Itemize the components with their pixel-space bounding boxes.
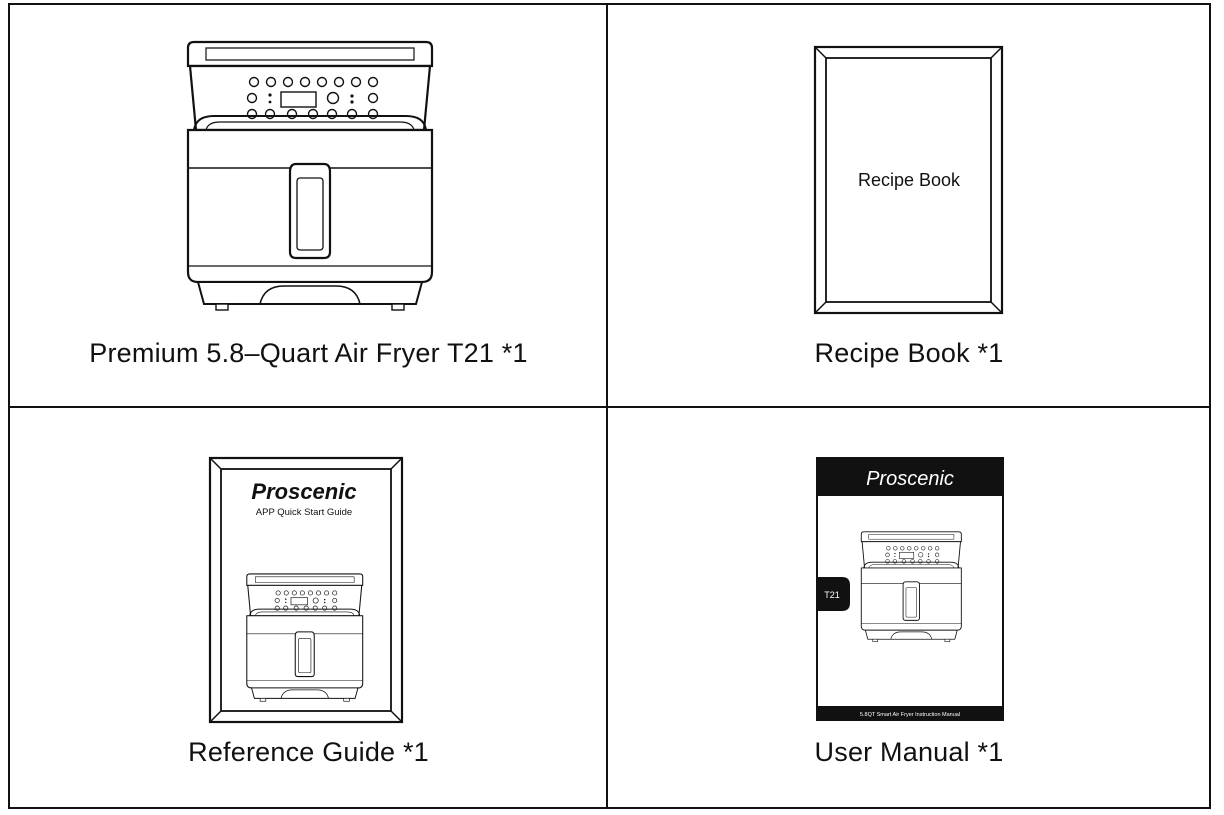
air-fryer-illustration [186,40,434,312]
user-manual-model-tab: T21 [824,590,840,600]
recipe-book-cover-text: Recipe Book [858,170,961,190]
reference-guide-caption: Reference Guide *1 [188,737,429,767]
user-manual-footer-text: 5.8QT Smart Air Fryer Instruction Manual [860,712,960,718]
reference-guide-subtitle: APP Quick Start Guide [256,507,352,518]
reference-guide-illustration: Proscenic APP Quick Start Guide [208,456,404,724]
grid-divider-horizontal [8,406,1211,408]
user-manual-caption: User Manual *1 [814,737,1004,767]
recipe-book-illustration: Recipe Book [813,45,1004,315]
air-fryer-caption: Premium 5.8–Quart Air Fryer T21 *1 [89,338,528,368]
reference-guide-brand-logo: Proscenic [251,479,356,504]
recipe-book-caption: Recipe Book *1 [814,338,1004,368]
user-manual-brand-logo: Proscenic [866,468,954,490]
user-manual-illustration: Proscenic T21 5.8QT Smart Air Fryer Inst… [816,457,1004,721]
